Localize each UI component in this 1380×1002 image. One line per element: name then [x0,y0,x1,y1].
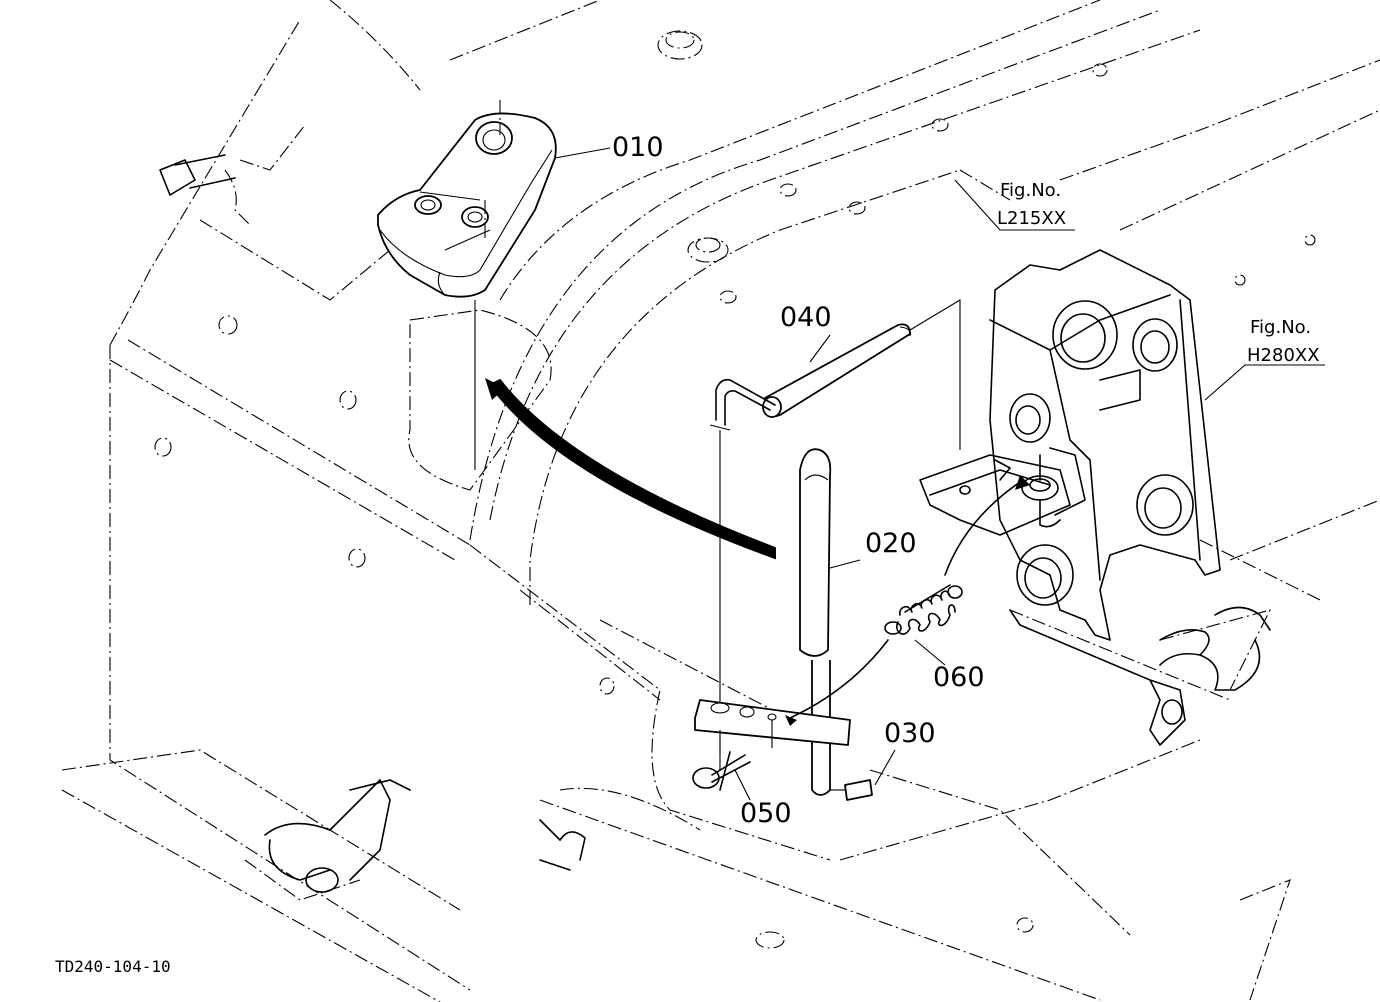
fig-ref-1-code: L215XX [997,208,1066,229]
fig-ref-2-prefix: Fig.No. [1250,317,1311,338]
part-060-spring [884,584,963,635]
part-010-cover [377,100,557,470]
housing-assembly [919,249,1271,746]
part-label-040: 040 [780,302,832,333]
part-label-010: 010 [612,132,664,163]
part-label-050: 050 [740,798,792,829]
part-020-lever [694,448,873,801]
frame-outline [61,0,1380,1002]
assembly-arrows [485,378,1030,726]
part-labels: 010 020 030 040 050 060 [612,132,985,829]
part-label-020: 020 [865,528,917,559]
drawing-code: TD240-104-10 [55,957,171,976]
part-label-060: 060 [933,662,985,693]
figure-references: Fig.No. L215XX Fig.No. H280XX [997,180,1320,366]
leader-lines [554,147,1325,801]
part-040-rod [709,299,961,770]
fig-ref-2-code: H280XX [1247,345,1320,366]
frame-holes [154,30,1316,949]
frame-stub [159,154,251,226]
part-050-pin [692,751,751,791]
part-label-030: 030 [884,718,936,749]
frame-boss [244,779,586,901]
fig-ref-1-prefix: Fig.No. [1000,180,1061,201]
